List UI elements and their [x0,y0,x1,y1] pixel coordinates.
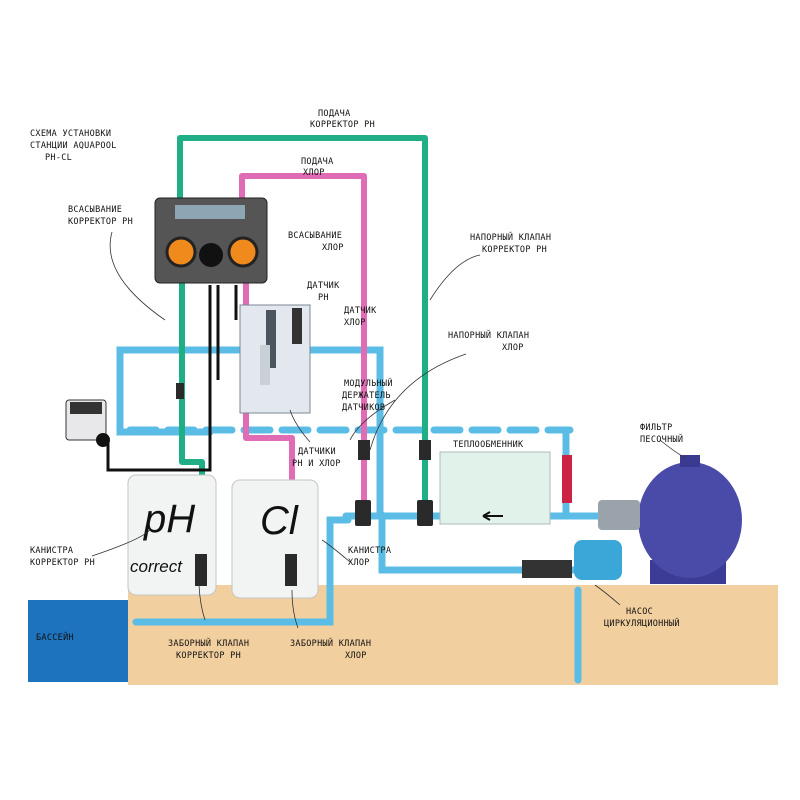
filter-valve [598,500,640,530]
heat-exchanger [439,451,551,525]
pool [28,600,128,682]
canister-ph [127,474,217,596]
valve-icon [176,383,572,578]
sensor-cables [106,285,238,472]
sensor-probe-icon [292,308,302,344]
canister-ph-subtext: correct [130,557,183,576]
pump-head-icon [165,236,197,268]
sensor-probe-icon [266,310,276,368]
canister-ph-text: pH [143,497,195,541]
ground [128,585,778,685]
intake-valve-ph [195,554,207,586]
pool-label: БАССЕЙН [36,631,74,643]
pump-head-icon [227,236,259,268]
intake-valve-cl [285,554,297,586]
controller-display [175,205,245,219]
ph-meter-probe [96,433,110,447]
controller-knob [199,243,223,267]
sensor-probe-icon [260,345,270,385]
canister-cl-text: Cl [260,499,299,543]
circulation-pump [574,540,622,580]
leader-lines [91,231,686,629]
ph-meter-display [70,402,102,414]
sand-filter [638,462,742,578]
flow-arrow-icon [482,511,503,521]
heat-exchanger-label: ТЕПЛООБМЕННИК [453,440,524,450]
